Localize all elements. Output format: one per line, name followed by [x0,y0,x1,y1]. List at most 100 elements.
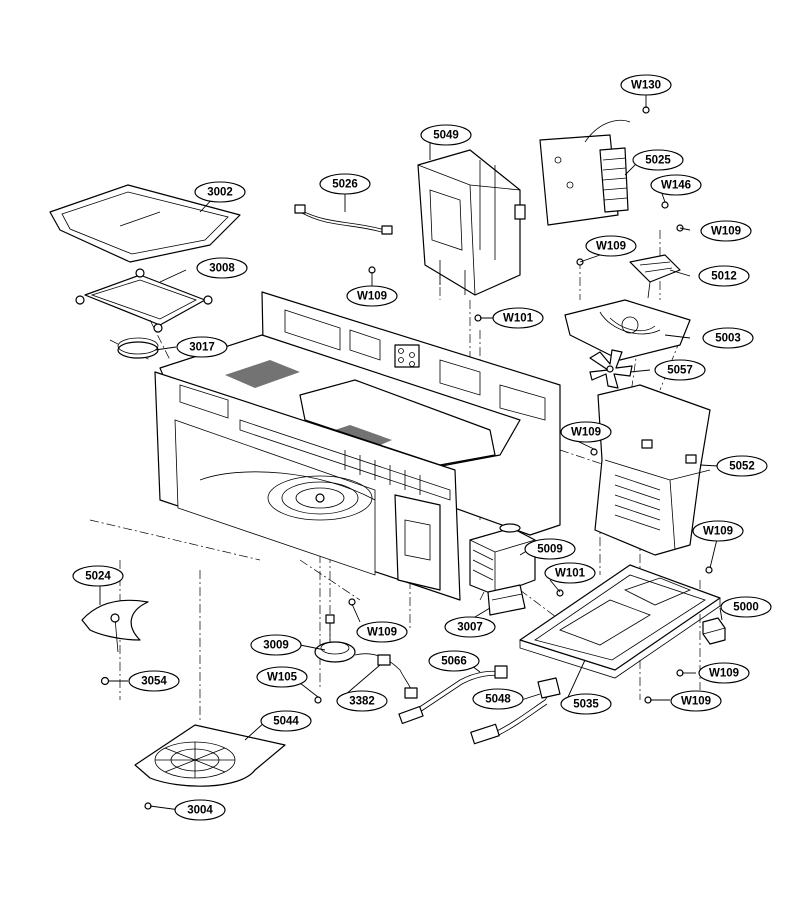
callout-bubble [72,565,124,587]
callout-text: 3008 [209,263,235,275]
callout-bubble [250,634,302,656]
callout-3009: 3009 [250,634,302,656]
oven-cavity [154,291,561,601]
stirrer-blade [81,599,149,653]
callout-text: W101 [555,568,586,580]
callout-bubble [174,799,226,821]
callout-w109-g: W109 [698,662,750,684]
callout-5052: 5052 [716,455,768,477]
callout-5000: 5000 [720,596,772,618]
callout-5012: 5012 [698,265,750,287]
callout-5049: 5049 [420,124,472,146]
callout-w109-f: W109 [356,621,408,643]
callout-text: 5052 [729,461,755,473]
callout-text: W109 [596,241,626,253]
callout-bubble [620,74,672,96]
callout-bubble [260,710,312,732]
callout-text: 5012 [711,271,737,283]
coupler [117,337,159,359]
callout-5025: 5025 [632,149,684,171]
callout-bubble [650,174,702,196]
callout-text: 3054 [141,676,167,688]
callout-text: W146 [661,180,691,192]
callout-text: 5025 [645,155,671,167]
callout-bubble [319,173,371,195]
callout-text: W109 [357,291,387,303]
callout-text: 3017 [189,342,215,354]
callout-text: 3382 [349,696,375,708]
callout-3054: 3054 [128,670,180,692]
callout-bubble [194,181,246,203]
callout-3004: 3004 [174,799,226,821]
callout-w109-d: W109 [560,421,612,443]
callout-bubble [336,690,388,712]
callout-5003: 5003 [702,327,754,349]
callout-bubble [196,257,248,279]
callout-5024: 5024 [72,565,124,587]
screws [100,106,713,810]
callout-w130: W130 [620,74,672,96]
callout-w101-a: W101 [492,307,544,329]
callout-5009: 5009 [524,538,576,560]
callout-w101-b: W101 [544,562,596,584]
callout-3382: 3382 [336,690,388,712]
callout-bubble [585,235,637,257]
callout-bubble [692,520,744,542]
callout-3007: 3007 [444,616,496,638]
callout-bubble [492,307,544,329]
callout-5057: 5057 [654,359,706,381]
callout-text: 5026 [332,179,358,191]
callout-text: 5009 [537,544,563,556]
callout-5066: 5066 [428,650,480,672]
callout-bubble [544,562,596,584]
callout-text: W109 [703,526,733,538]
wire-harness-3382 [354,653,418,699]
callout-text: W109 [709,668,739,680]
callout-w146: W146 [650,174,702,196]
callout-w109-h: W109 [670,690,722,712]
callout-bubble [670,690,722,712]
callout-w109-c: W109 [346,285,398,307]
callout-text: W109 [367,627,397,639]
callout-bubble [716,455,768,477]
callout-text: W109 [571,427,601,439]
callout-bubble [700,220,752,242]
callout-text: 5049 [433,130,459,142]
callout-w109-b: W109 [585,235,637,257]
callout-bubble [560,693,612,715]
fan-bracket [564,299,691,361]
fan-cover [134,724,286,787]
callout-bubble [702,327,754,349]
callout-text: 5048 [485,694,511,706]
callout-w105: W105 [256,666,308,688]
callout-bubble [654,359,706,381]
fan-blade [589,349,633,389]
callout-text: W105 [267,672,298,684]
waveguide [487,584,526,616]
callout-text: W101 [503,313,534,325]
callout-text: 5000 [733,602,759,614]
turntable-motor [314,614,356,663]
base-plate [519,564,721,679]
magnetron [469,523,536,596]
callout-3017: 3017 [176,336,228,358]
callout-3008: 3008 [196,257,248,279]
fan-motor [629,254,681,299]
callout-bubble [176,336,228,358]
callout-bubble [524,538,576,560]
main-pcb [539,119,631,226]
callout-text: W109 [681,696,711,708]
roller-ring [75,268,213,333]
interlock-switch [702,617,726,645]
control-bracket [417,149,526,296]
callout-text: 3004 [187,805,213,817]
callout-bubble [698,662,750,684]
callout-w109-a: W109 [700,220,752,242]
callout-bubble [698,265,750,287]
callout-text: W109 [711,226,741,238]
callout-text: 5003 [715,333,741,345]
callout-text: 3009 [263,640,289,652]
callout-bubble [720,596,772,618]
callout-bubble [256,666,308,688]
